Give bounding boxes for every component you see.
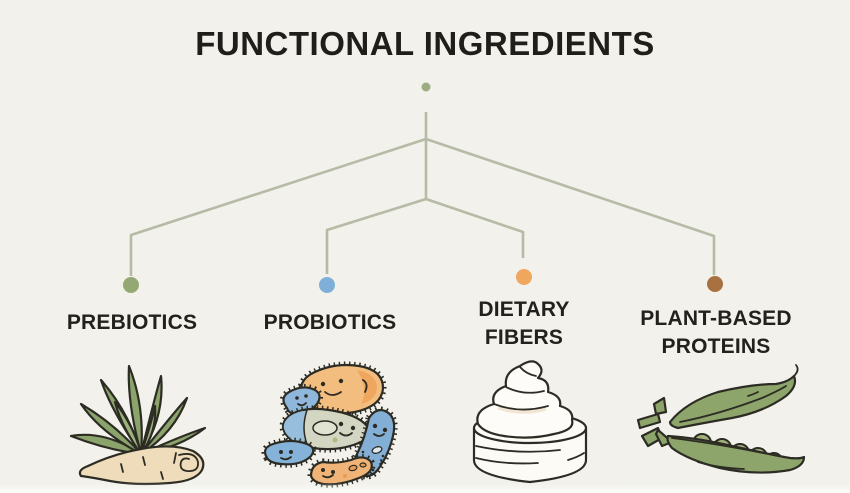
connector-prebiotics (129, 137, 427, 276)
pod-closed (668, 364, 799, 430)
chicory-root (78, 445, 205, 486)
dot-probiotics (319, 277, 335, 293)
connector-probiotics (325, 197, 427, 274)
bacterium-orange-bottom (307, 453, 376, 488)
chicory-root-plant-icon (69, 364, 207, 486)
plant-leaves (69, 364, 207, 456)
dot-prebiotics (123, 277, 139, 293)
cream-swirl-jar-icon (472, 360, 588, 484)
bacterium-orange-top (297, 361, 387, 417)
connector-dietary-fibers (425, 197, 525, 258)
probiotic-bacteria-icon (261, 361, 398, 488)
page-title: FUNCTIONAL INGREDIENTS (195, 25, 655, 62)
bacterium-blue-left (261, 437, 317, 468)
dot-plant-proteins (707, 276, 723, 292)
pod-open-with-peas (666, 433, 806, 474)
category-label-dietary-fibers: DIETARY FIBERS (478, 298, 570, 349)
root-node-dot (421, 82, 431, 92)
bacterium-pale-middle (279, 405, 373, 453)
cream-swirl (476, 360, 574, 439)
category-label-prebiotics: PREBIOTICS (66, 311, 198, 334)
bottom-edge-fade (0, 483, 850, 493)
pea-pods-icon (636, 364, 806, 474)
connector-lines (129, 112, 716, 276)
dot-dietary-fibers (516, 269, 532, 285)
category-label-plant-proteins: PLANT-BASED PROTEINS (640, 307, 792, 358)
category-label-probiotics: PROBIOTICS (263, 311, 397, 334)
connector-plant-proteins (425, 137, 716, 275)
